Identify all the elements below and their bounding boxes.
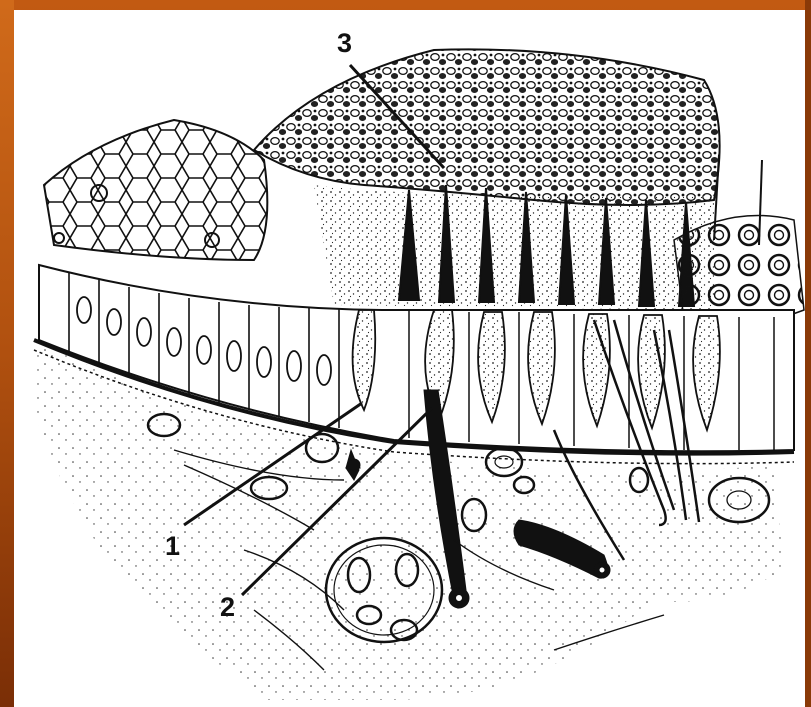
surface-mass (254, 49, 720, 205)
label-1: 1 (165, 531, 180, 561)
polygonal-cells (44, 120, 267, 260)
stippled-layer (314, 185, 714, 310)
label-2: 2 (220, 592, 235, 622)
diagram-panel: 3 1 2 (14, 10, 805, 707)
epithelium-illustration: 3 1 2 (14, 10, 805, 707)
ringed-cells (674, 216, 804, 324)
label-3: 3 (337, 28, 352, 58)
